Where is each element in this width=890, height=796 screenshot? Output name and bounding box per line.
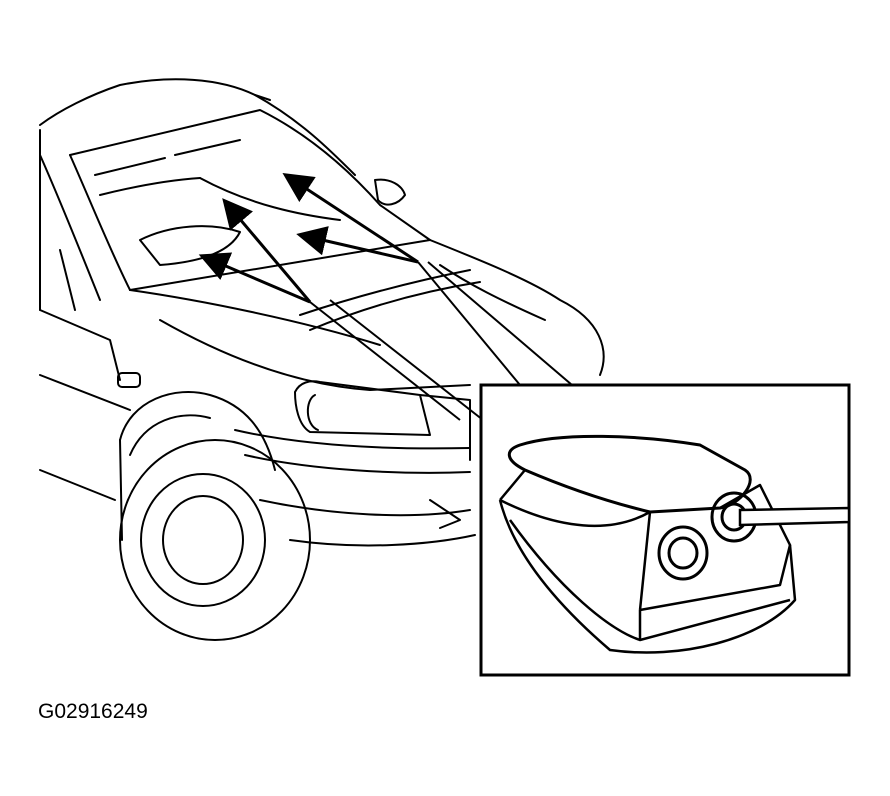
spray-arrow	[222, 198, 312, 303]
spray-arrow	[296, 226, 419, 264]
figure-id-label: G02916249	[38, 700, 148, 723]
inset-leader-lines	[309, 261, 573, 421]
spray-arrow	[282, 173, 419, 264]
spray-arrows	[198, 173, 419, 304]
washer-jet-inset	[479, 383, 851, 677]
vehicle-outline	[39, 78, 605, 641]
washer-jet-nozzle	[498, 434, 797, 654]
adjustment-pin	[738, 506, 851, 527]
inset-frame	[479, 383, 851, 677]
jet-nozzle-left	[657, 525, 709, 581]
spray-arrow	[198, 252, 311, 304]
